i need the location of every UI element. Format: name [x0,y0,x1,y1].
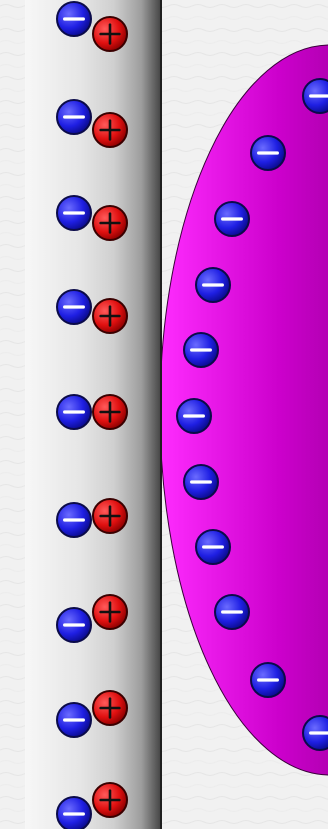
negative-charge-icon [303,716,328,750]
negative-charge-icon [177,399,211,433]
negative-charge-icon [57,797,91,829]
negative-charge-icon [57,100,91,134]
positive-charge-icon [93,113,127,147]
negative-charge-icon [57,196,91,230]
positive-charge-icon [93,499,127,533]
negative-charge-icon [251,136,285,170]
negative-charge-icon [57,703,91,737]
positive-charge-icon [93,395,127,429]
negative-charge-icon [57,608,91,642]
negative-charge-icon [215,202,249,236]
negative-charge-icon [57,503,91,537]
positive-charge-icon [93,17,127,51]
negative-charge-icon [184,333,218,367]
negative-charge-icon [57,2,91,36]
negative-charge-icon [251,663,285,697]
positive-charge-icon [93,691,127,725]
negative-charge-icon [303,79,328,113]
positive-charge-icon [93,595,127,629]
positive-charge-icon [93,299,127,333]
positive-charge-icon [93,783,127,817]
negative-charge-icon [215,595,249,629]
positive-charge-icon [93,206,127,240]
negative-charge-icon [196,530,230,564]
negative-charge-icon [184,465,218,499]
negative-charge-icon [196,268,230,302]
negative-charge-icon [57,290,91,324]
negative-charge-icon [57,395,91,429]
